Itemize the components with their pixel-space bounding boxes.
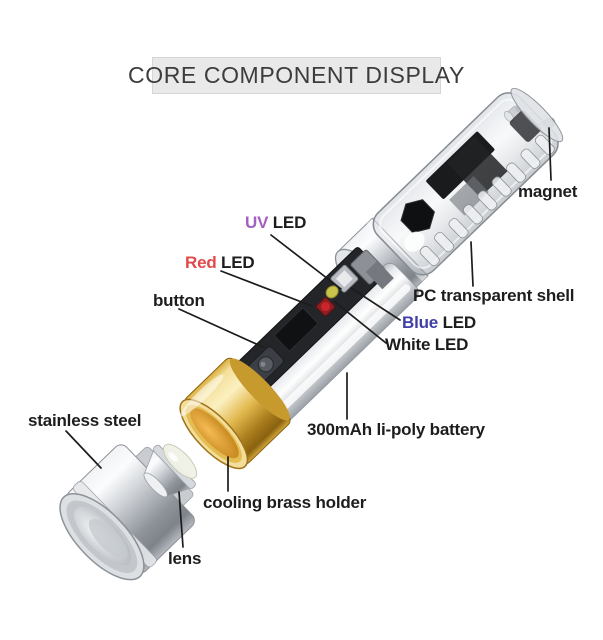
label-red-led: Red LED — [185, 253, 255, 273]
yellow-led-part — [325, 285, 339, 299]
label-white-led: White LED — [385, 335, 469, 354]
label-red-led-colored: Red — [185, 253, 217, 272]
steel-head — [59, 444, 195, 581]
lens-part — [143, 443, 198, 498]
white-led-part — [330, 264, 359, 293]
label-uv-led: UV LED — [245, 213, 306, 233]
label-button: button — [153, 291, 205, 310]
label-blue-led-rest: LED — [438, 313, 477, 332]
label-stainless-steel: stainless steel — [28, 411, 142, 430]
label-uv-led-colored: UV — [245, 213, 269, 232]
red-led-part — [315, 297, 336, 317]
label-blue-led: Blue LED — [402, 313, 476, 333]
label-blue-led-colored: Blue — [402, 313, 439, 332]
label-uv-led-rest: LED — [268, 213, 307, 232]
label-pc-transparent-shell: PC transparent shell — [413, 286, 575, 305]
page-title: CORE COMPONENT DISPLAY — [128, 57, 464, 94]
page-title-text: CORE COMPONENT DISPLAY — [128, 62, 465, 88]
brass-holder — [179, 357, 291, 470]
label-magnet: magnet — [518, 182, 578, 201]
label-brass-holder: cooling brass holder — [203, 493, 367, 512]
label-lens: lens — [168, 549, 202, 568]
label-battery: 300mAh li-poly battery — [307, 420, 485, 439]
label-red-led-rest: LED — [216, 253, 255, 272]
pcb-battery-module — [217, 247, 419, 425]
leader-lines — [65, 127, 552, 548]
